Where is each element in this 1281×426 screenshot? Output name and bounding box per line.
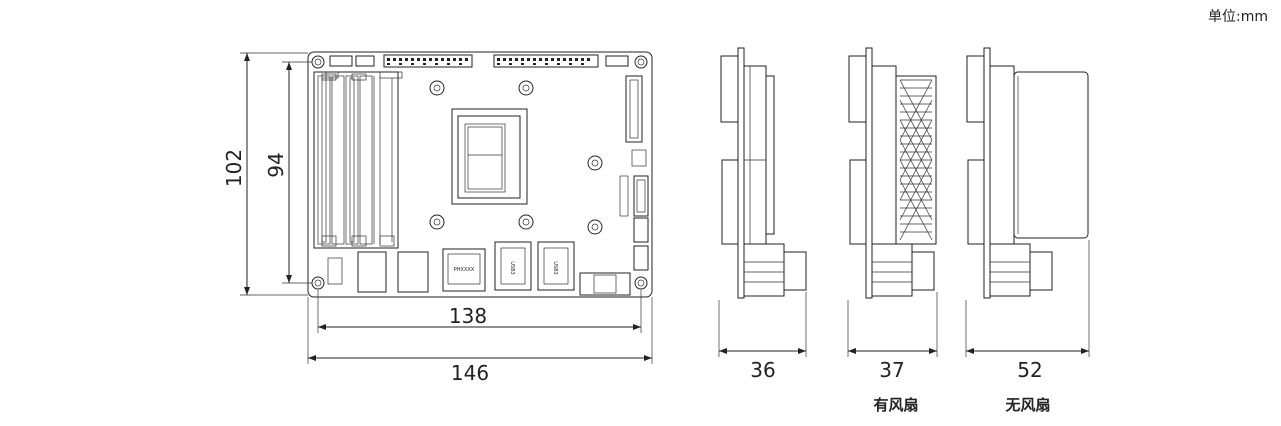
unit-label: 单位:mm (1208, 9, 1268, 25)
side-view-2-caption: 有风扇 (873, 396, 918, 414)
side-view-with-fan: 37 有风扇 (847, 47, 938, 414)
chip-label: PHXXXX (454, 267, 475, 273)
board-front-view: PHXXXX USB3 USB3 102 94 (222, 51, 653, 385)
bottom-io-ports: PHXXXX USB3 USB3 (327, 241, 631, 296)
side-view-1-dimension: 36 (750, 358, 775, 382)
dimension-102: 102 (222, 149, 246, 187)
side-view-3-caption: 无风扇 (1004, 396, 1050, 414)
side-view-3-dimension: 52 (1017, 358, 1042, 382)
dimension-146: 146 (451, 361, 489, 385)
usb-port-label-2: USB3 (552, 261, 558, 274)
mounting-holes (311, 55, 648, 290)
usb-port-label-1: USB3 (509, 261, 515, 274)
dimension-width-outer: 146 (307, 297, 653, 385)
side-view-board: 36 (718, 47, 807, 382)
side-view-2-dimension: 37 (879, 358, 904, 382)
side-view-fanless: 52 无风扇 (965, 47, 1090, 414)
dimension-94: 94 (264, 152, 288, 177)
dimension-height-inner: 94 (264, 61, 312, 284)
top-headers (325, 54, 629, 79)
board-outline (307, 51, 653, 298)
right-connectors (619, 75, 649, 271)
dimension-width-inner: 138 (317, 290, 642, 333)
dimension-height-outer: 102 (222, 52, 308, 296)
dimension-138: 138 (449, 304, 487, 328)
standoff-holes (429, 80, 603, 235)
cpu-package (451, 108, 528, 205)
memory-slots (313, 71, 399, 249)
